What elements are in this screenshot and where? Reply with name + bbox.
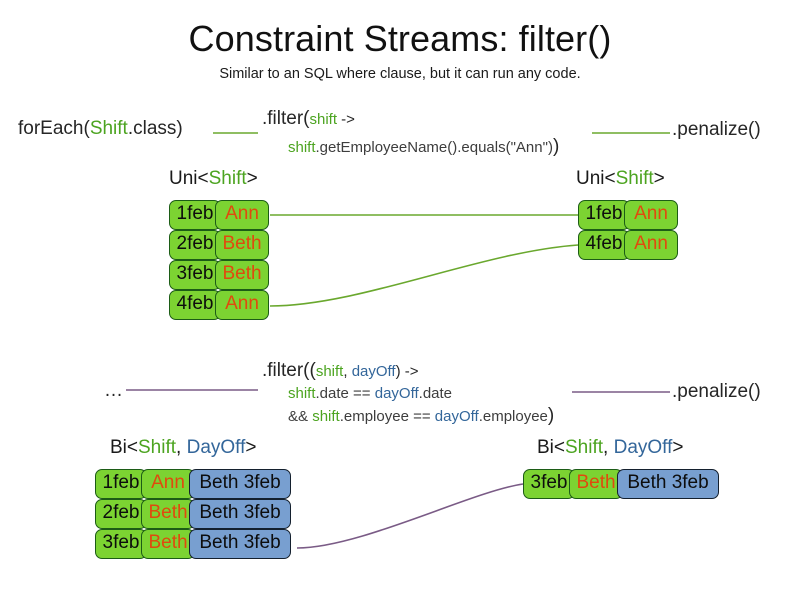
fact-row[interactable]: 1feb Ann Beth 3feb <box>95 469 291 499</box>
fact-cell-date: 4feb <box>169 290 221 320</box>
bi-left-suffix: > <box>245 437 257 458</box>
filter1-arrow: -> <box>337 111 355 128</box>
fact-link-4feb <box>269 244 579 307</box>
fact-cell-name: Beth <box>215 230 269 260</box>
filter2-line2: shift.date == dayOff.date <box>288 385 452 402</box>
uni-right-prefix: Uni< <box>576 168 616 189</box>
filter2-l3-amp: && <box>288 408 313 425</box>
fact-row[interactable]: 1feb Ann <box>578 200 678 230</box>
fact-cell-date: 1feb <box>95 469 147 499</box>
fact-cell-name: Ann <box>215 200 269 230</box>
fact-row[interactable]: 4feb Ann <box>578 230 678 260</box>
filter2-param-dayoff: dayOff <box>351 363 396 380</box>
fact-cell-dayoff: Beth 3feb <box>189 499 291 529</box>
fact-cell-name: Ann <box>624 200 678 230</box>
fact-row[interactable]: 2feb Beth <box>169 230 269 260</box>
page-subtitle: Similar to an SQL where clause, but it c… <box>219 66 581 82</box>
filter2-l2-mid: .date == <box>315 385 375 402</box>
fact-cell-dayoff: Beth 3feb <box>617 469 719 499</box>
bi-left-type2: DayOff <box>186 437 246 458</box>
fact-row[interactable]: 2feb Beth Beth 3feb <box>95 499 291 529</box>
uni-right-suffix: > <box>653 168 665 189</box>
filter2-l3-mid: .employee == <box>339 408 435 425</box>
uni-left-type: Shift <box>208 168 247 189</box>
filter1-line1: .filter(shift -> <box>262 108 355 130</box>
fact-cell-date: 1feb <box>169 200 221 230</box>
bi-right-type2: DayOff <box>613 437 673 458</box>
foreach-suffix: .class) <box>127 118 183 139</box>
filter1-body-var: shift <box>288 139 316 156</box>
uni-left-prefix: Uni< <box>169 168 209 189</box>
filter2-line1: .filter((shift, dayOff) -> <box>262 360 419 382</box>
filter2-l2-var2: dayOff <box>374 385 419 402</box>
fact-link-3feb-bi <box>296 483 524 549</box>
fact-row[interactable]: 3feb Beth Beth 3feb <box>523 469 719 499</box>
ellipsis-source: … <box>104 380 123 401</box>
bi-label-left: Bi<Shift, DayOff> <box>110 437 256 459</box>
filter2-param-comma: , <box>343 363 352 380</box>
fact-cell-date: 3feb <box>95 529 147 559</box>
filter2-l3-end: .employee <box>478 408 548 425</box>
filter2-l3-var1: shift <box>312 408 340 425</box>
bi-right-comma: , <box>603 437 614 458</box>
uni-shift-label-right: Uni<Shift> <box>576 168 665 190</box>
fact-cell-dayoff: Beth 3feb <box>189 529 291 559</box>
bi-label-right: Bi<Shift, DayOff> <box>537 437 683 459</box>
penalize2-label: .penalize() <box>672 381 761 402</box>
foreach-prefix: forEach( <box>18 118 90 139</box>
fact-row[interactable]: 3feb Beth <box>169 260 269 290</box>
filter2-line3: && shift.employee == dayOff.employee) <box>288 405 554 427</box>
filter2-param-shift: shift <box>315 363 344 380</box>
fact-cell-name: Beth <box>215 260 269 290</box>
bi-left-type1: Shift <box>138 437 177 458</box>
bi-left-comma: , <box>176 437 187 458</box>
fact-row[interactable]: 1feb Ann <box>169 200 269 230</box>
filter1-body-expr: .getEmployeeName().equals("Ann") <box>315 139 553 156</box>
uni-shift-label-left: Uni<Shift> <box>169 168 258 190</box>
fact-cell-name: Beth <box>141 529 195 559</box>
fact-cell-name: Ann <box>624 230 678 260</box>
fact-cell-date: 2feb <box>95 499 147 529</box>
fact-cell-name: Ann <box>141 469 195 499</box>
fact-cell-name: Ann <box>215 290 269 320</box>
fact-cell-date: 3feb <box>169 260 221 290</box>
foreach-type: Shift <box>89 118 128 139</box>
fact-row[interactable]: 4feb Ann <box>169 290 269 320</box>
filter2-arrow: ) -> <box>395 363 419 380</box>
filter2-l2-var1: shift <box>288 385 316 402</box>
filter1-keyword: .filter( <box>262 108 310 129</box>
fact-cell-date: 1feb <box>578 200 630 230</box>
bi-left-prefix: Bi< <box>110 437 138 458</box>
fact-cell-date: 2feb <box>169 230 221 260</box>
foreach-expression: forEach(Shift.class) <box>18 118 183 140</box>
filter1-close-paren: ) <box>552 136 560 157</box>
fact-cell-dayoff: Beth 3feb <box>189 469 291 499</box>
fact-cell-date: 3feb <box>523 469 575 499</box>
filter2-l3-var2: dayOff <box>434 408 479 425</box>
filter2-close-paren: ) <box>547 405 555 426</box>
uni-right-type: Shift <box>615 168 654 189</box>
bi-right-suffix: > <box>672 437 684 458</box>
filter2-l2-end: .date <box>418 385 453 402</box>
fact-cell-date: 4feb <box>578 230 630 260</box>
penalize1-label: .penalize() <box>672 119 761 140</box>
uni-left-suffix: > <box>246 168 258 189</box>
fact-cell-name: Beth <box>141 499 195 529</box>
filter1-param-shift: shift <box>309 111 338 128</box>
fact-cell-name: Beth <box>569 469 623 499</box>
page-title: Constraint Streams: filter() <box>188 18 612 59</box>
fact-row[interactable]: 3feb Beth Beth 3feb <box>95 529 291 559</box>
bi-right-type1: Shift <box>565 437 604 458</box>
filter1-line2: shift.getEmployeeName().equals("Ann")) <box>288 136 559 158</box>
bi-right-prefix: Bi< <box>537 437 565 458</box>
filter2-keyword: .filter(( <box>262 360 316 381</box>
